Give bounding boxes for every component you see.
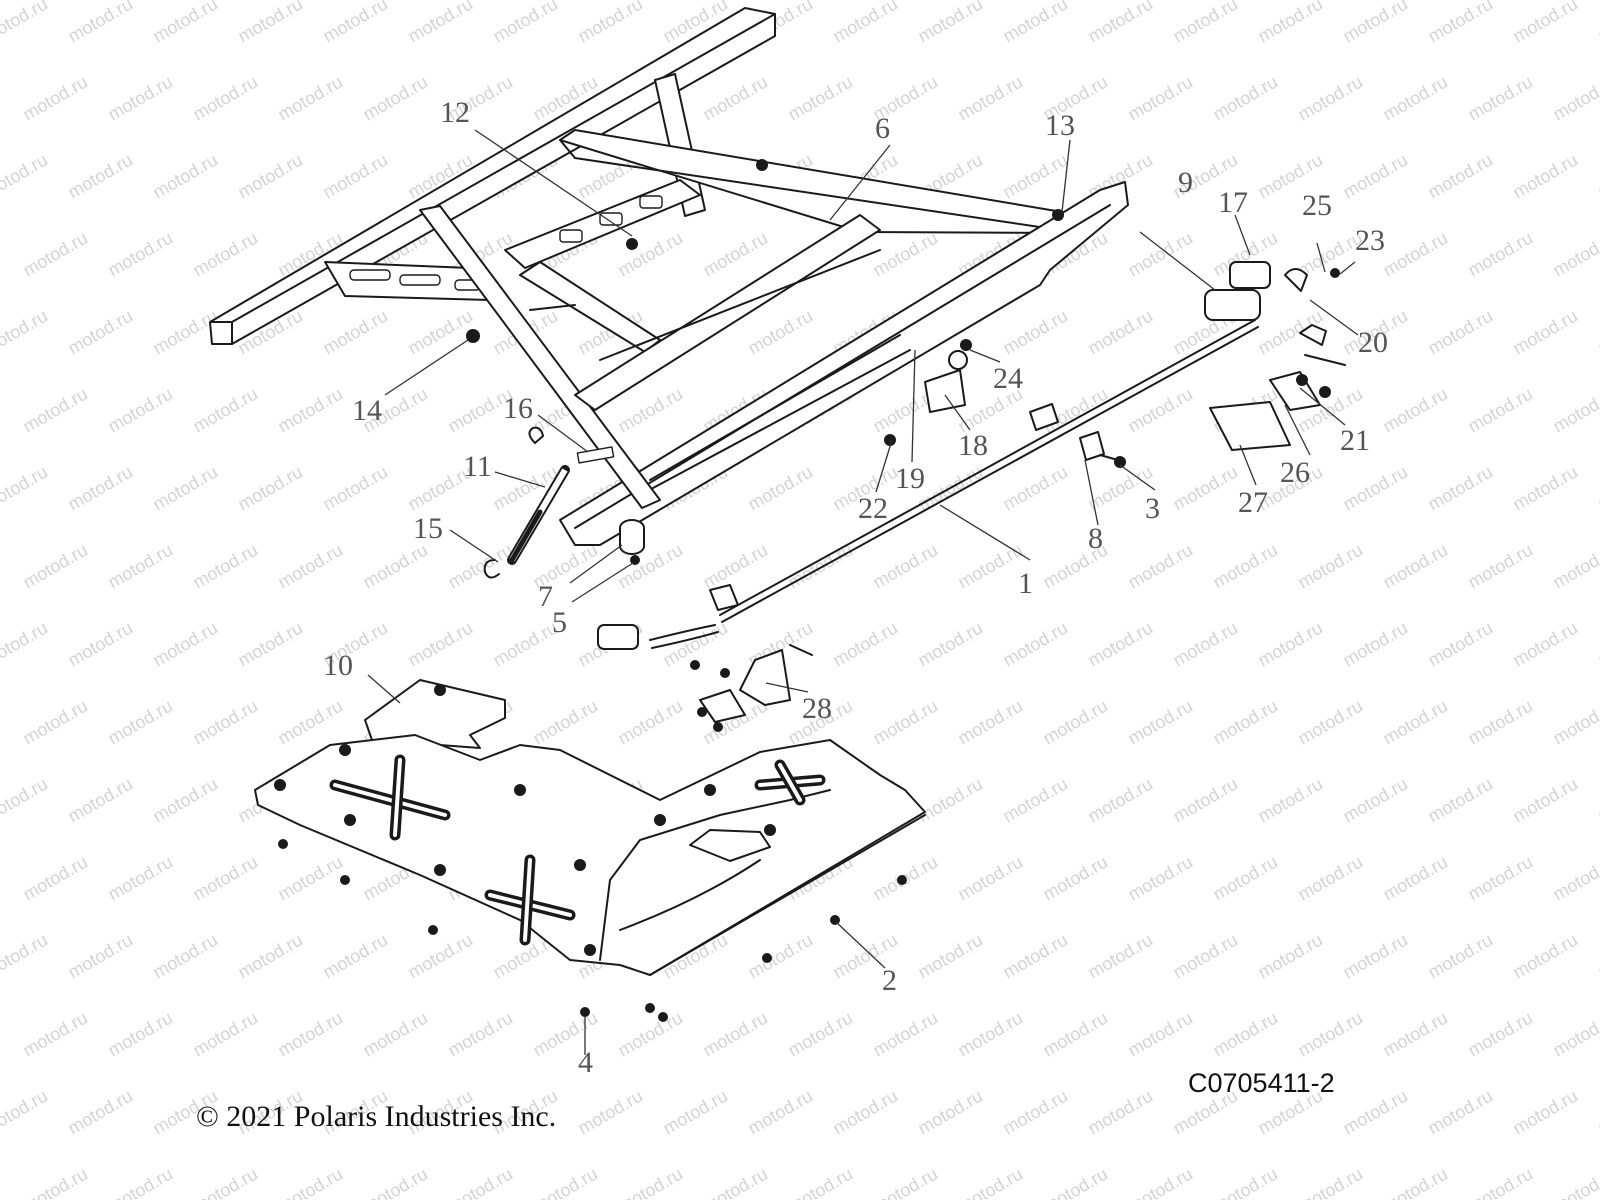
shaft-lever <box>649 624 716 641</box>
callout-5: 5 <box>552 606 567 639</box>
callout-15: 15 <box>413 512 443 545</box>
callout-3: 3 <box>1145 492 1160 525</box>
callout-23: 23 <box>1355 224 1385 257</box>
x-mark-left <box>329 754 451 841</box>
callout-27: 27 <box>1238 486 1268 519</box>
callout-10: 10 <box>323 649 353 682</box>
shaft-assembly <box>597 261 1327 650</box>
brackets <box>699 350 1321 723</box>
callout-24: 24 <box>993 362 1023 395</box>
callout-19: 19 <box>895 462 925 495</box>
callout-28: 28 <box>802 692 832 725</box>
center-cross-member-b <box>574 214 881 411</box>
shaft-bushing-left <box>597 624 639 650</box>
skid-plate-body <box>254 734 926 976</box>
callout-21: 21 <box>1340 424 1370 457</box>
bracket-28b <box>699 689 746 723</box>
callout-2: 2 <box>882 964 897 997</box>
side-rail <box>559 181 1129 546</box>
x-mark-center <box>484 854 576 946</box>
callout-14: 14 <box>352 394 382 427</box>
figure-code: C0705411-2 <box>1188 1068 1335 1098</box>
skid-plate-vent <box>689 829 771 862</box>
frame-assembly <box>209 7 1129 546</box>
pivot-20 <box>1284 268 1308 292</box>
rear-rail <box>209 7 776 345</box>
mount-18 <box>924 369 966 413</box>
callout-8: 8 <box>1088 522 1103 555</box>
callout-26: 26 <box>1280 456 1310 489</box>
clamp-left <box>709 584 739 611</box>
callout-17: 17 <box>1218 186 1248 219</box>
skid-plate-holes <box>274 684 776 956</box>
pin-15 <box>483 559 500 579</box>
bracket-26 <box>1269 371 1321 411</box>
bracket-27 <box>1209 401 1291 451</box>
clip-right <box>1299 324 1327 346</box>
x-mark-right <box>754 759 826 806</box>
callout-22: 22 <box>858 492 888 525</box>
callout-25: 25 <box>1302 189 1332 222</box>
fasteners <box>278 159 1346 1022</box>
clamp-8 <box>1079 431 1105 461</box>
pin-16 <box>528 426 545 445</box>
callout-13: 13 <box>1045 109 1075 142</box>
callout-9: 9 <box>1178 166 1193 199</box>
center-cross-member-a <box>519 261 661 353</box>
bracket-28 <box>739 649 791 706</box>
gas-strut <box>483 426 645 579</box>
diagonal-brace <box>419 205 661 509</box>
callout-1: 1 <box>1018 567 1033 600</box>
callout-11: 11 <box>463 450 492 483</box>
shaft <box>719 319 1256 616</box>
skid-plate <box>254 679 926 976</box>
callout-7: 7 <box>538 580 553 613</box>
leader-lines <box>367 129 1359 1055</box>
shaft-bushing-right <box>1204 289 1261 321</box>
callout-20: 20 <box>1358 326 1388 359</box>
bushing-9 <box>1229 261 1271 289</box>
copyright-notice: © 2021 Polaris Industries Inc. <box>196 1100 557 1133</box>
callout-12: 12 <box>440 96 470 129</box>
bumper-7 <box>619 519 645 555</box>
callout-16: 16 <box>503 392 533 425</box>
callout-18: 18 <box>958 429 988 462</box>
callout-6: 6 <box>875 112 890 145</box>
clamp-center <box>1029 403 1059 431</box>
callout-4: 4 <box>578 1046 593 1079</box>
